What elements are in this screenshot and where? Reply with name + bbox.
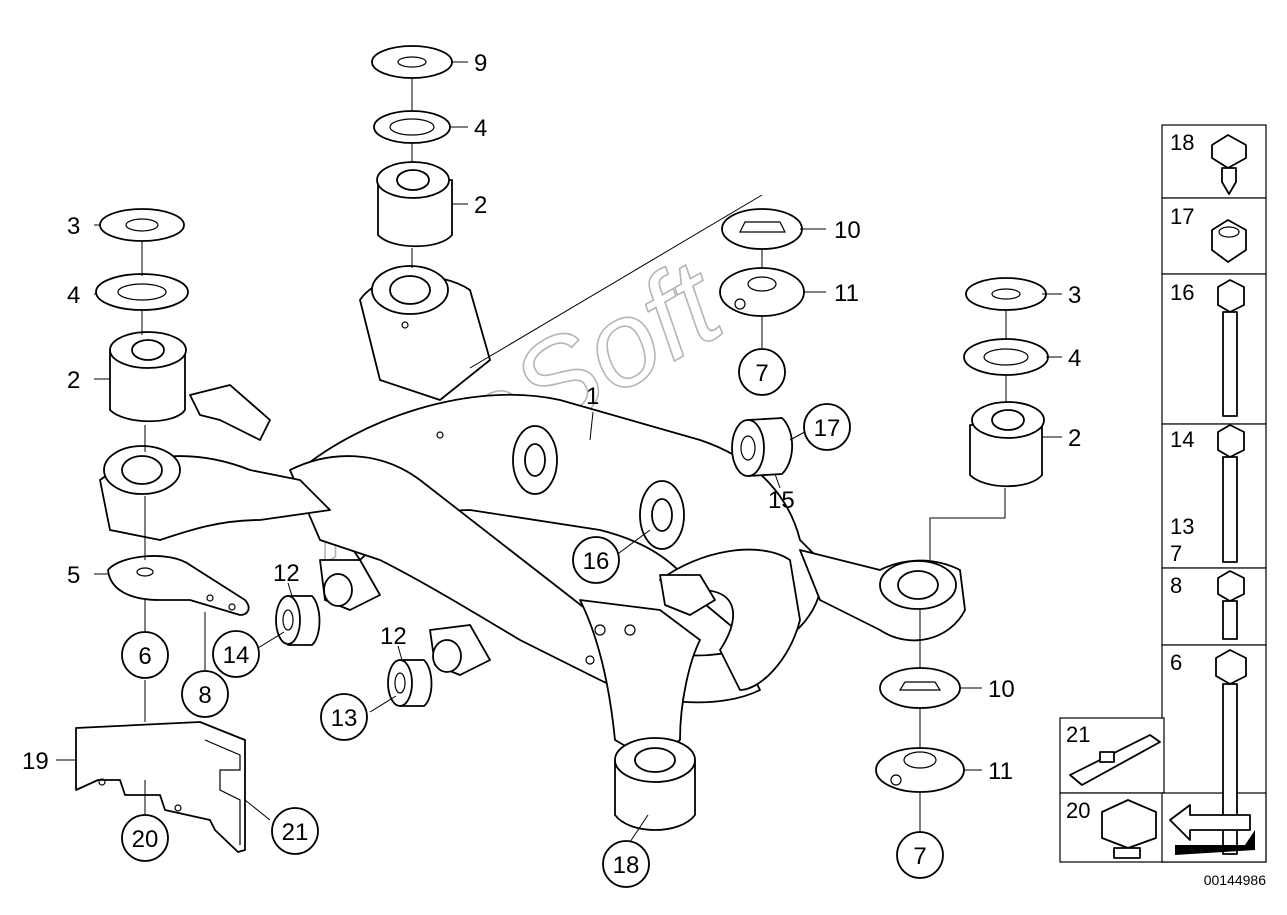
svg-text:18: 18 (613, 852, 640, 879)
side-label-17: 17 (1170, 204, 1194, 229)
leader-lines (56, 61, 1062, 846)
svg-text:16: 16 (583, 548, 610, 575)
svg-text:7: 7 (913, 843, 926, 870)
callout-3-left: 3 (67, 213, 80, 240)
top-mount-stack (371, 45, 453, 268)
callout-3-right: 3 (1068, 282, 1081, 309)
callout-circle-6: 6 (121, 631, 169, 679)
callout-circle-13: 13 (320, 693, 368, 741)
callout-15: 15 (768, 487, 795, 514)
callout-12-center: 12 (380, 623, 407, 650)
reference-number: 00144986 (1204, 872, 1267, 888)
heat-shield-drawing (75, 680, 246, 853)
svg-text:8: 8 (198, 682, 211, 709)
callout-10-lower: 10 (988, 676, 1015, 703)
callout-circle-18: 18 (602, 840, 650, 888)
callout-circle-20-left: 20 (121, 814, 169, 862)
callout-10-upper: 10 (834, 217, 861, 244)
callout-circle-7-upper: 7 (738, 348, 786, 396)
left-mount-stack (95, 208, 250, 616)
callout-circle-7-lower: 7 (896, 831, 944, 879)
callout-2-right: 2 (1068, 425, 1081, 452)
callout-circle-8: 8 (181, 670, 229, 718)
side-label-13: 13 (1170, 514, 1194, 539)
upper-right-retainers (469, 194, 805, 369)
side-label-6: 6 (1170, 650, 1182, 675)
callout-circle-17: 17 (803, 403, 851, 451)
fastener-panel (1059, 124, 1267, 863)
svg-text:13: 13 (331, 705, 358, 732)
callout-5: 5 (67, 562, 80, 589)
callout-19: 19 (22, 748, 49, 775)
callout-circle-16: 16 (572, 536, 620, 584)
side-label-14: 14 (1170, 427, 1194, 452)
right-mount-stack (875, 277, 1049, 832)
callout-9: 9 (474, 50, 487, 77)
callout-2-top: 2 (474, 192, 487, 219)
callout-2-left: 2 (67, 367, 80, 394)
svg-text:17: 17 (814, 415, 841, 442)
callout-4-right: 4 (1068, 345, 1081, 372)
svg-text:6: 6 (138, 643, 151, 670)
callout-circle-14: 14 (212, 630, 260, 678)
loose-bushings (275, 417, 793, 707)
side-label-18: 18 (1170, 130, 1194, 155)
callout-circle-21-left: 21 (271, 807, 319, 855)
callout-11-upper: 11 (834, 280, 859, 307)
callout-1: 1 (586, 383, 599, 410)
svg-text:14: 14 (223, 642, 250, 669)
side-label-20: 20 (1066, 798, 1090, 823)
svg-text:21: 21 (282, 819, 309, 846)
svg-text:20: 20 (132, 826, 159, 853)
callout-4-top: 4 (474, 115, 487, 142)
side-label-7: 7 (1170, 541, 1182, 566)
svg-text:7: 7 (755, 360, 768, 387)
side-label-8: 8 (1170, 573, 1182, 598)
side-label-16: 16 (1170, 280, 1194, 305)
side-label-21: 21 (1066, 722, 1090, 747)
carrier-bushings (103, 265, 957, 831)
callout-12-left: 12 (273, 560, 300, 587)
callout-4-left: 4 (67, 282, 80, 309)
callout-11-lower: 11 (988, 758, 1013, 785)
